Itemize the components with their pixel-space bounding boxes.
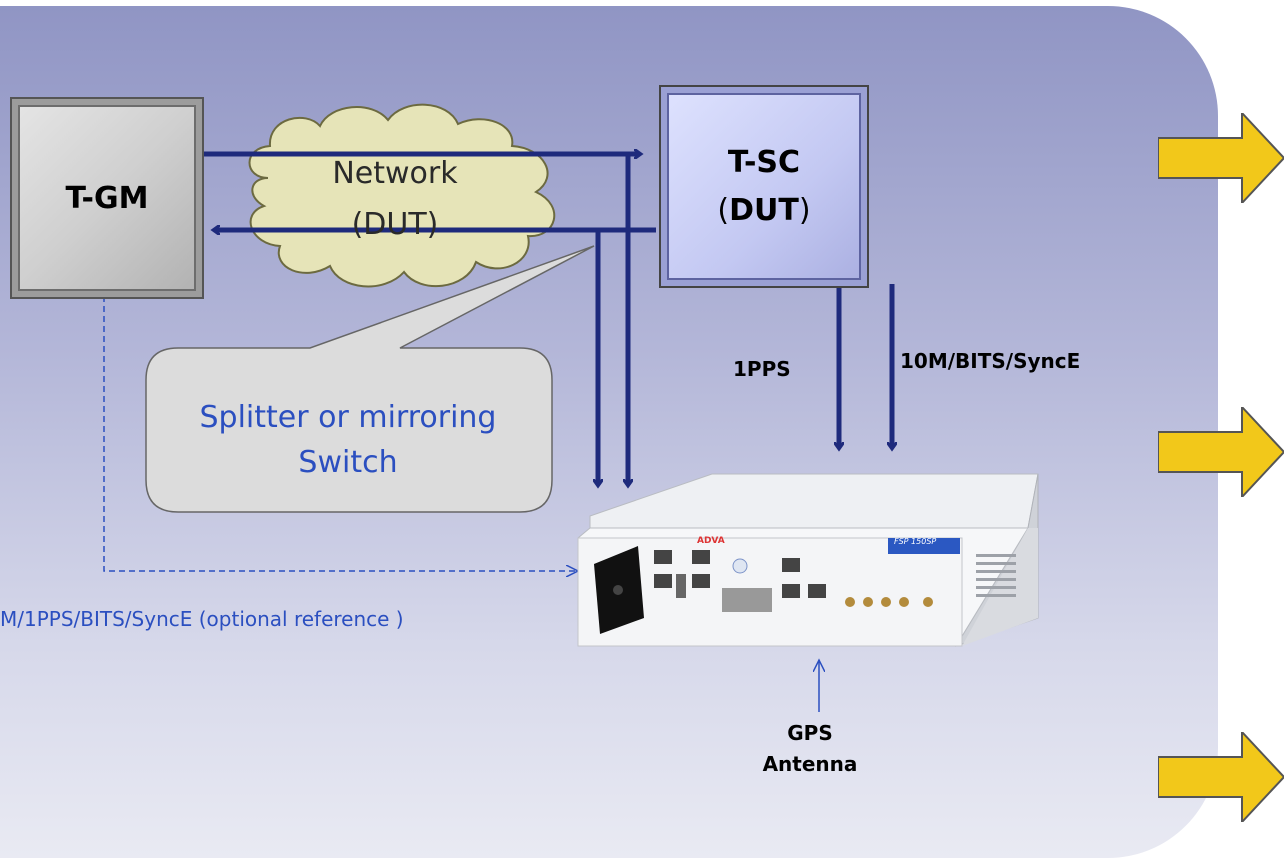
splitter-callout (145, 245, 595, 513)
yellow-right-arrow-bottom (1158, 732, 1284, 822)
cloud-label: Network (DUT) (300, 148, 490, 250)
node-tsc: T-SC (DUT) (659, 85, 869, 288)
node-tsc-label: T-SC (727, 144, 801, 180)
node-tgm: T-GM (10, 97, 204, 299)
node-tsc-dut: (DUT) (717, 192, 811, 228)
label-optional-reference: M/1PPS/BITS/SyncE (optional reference ) (0, 607, 404, 631)
network-cloud (248, 103, 556, 288)
gps-line2: Antenna (762, 752, 858, 776)
device-brand: ADVA (697, 536, 725, 546)
timing-device: ADVA FSP 150SP (572, 468, 1040, 698)
label-gps-antenna: GPS Antenna (740, 718, 880, 780)
callout-label: Splitter or mirroring Switch (158, 395, 538, 485)
gps-line1: GPS (787, 721, 833, 745)
cloud-label-line1: Network (332, 156, 458, 191)
yellow-right-arrow-middle (1158, 407, 1284, 497)
callout-line1: Splitter or mirroring (199, 400, 497, 435)
node-tgm-label: T-GM (65, 180, 149, 216)
yellow-right-arrow-top (1158, 113, 1284, 203)
device-model: FSP 150SP (894, 537, 937, 546)
callout-line2: Switch (298, 445, 398, 480)
timing-device-drawing (577, 473, 1039, 647)
cloud-label-line2: (DUT) (351, 207, 439, 242)
link-optional-reference (103, 296, 578, 571)
label-10m-bits-synce: 10M/BITS/SyncE (900, 349, 1081, 373)
label-1pps: 1PPS (733, 357, 791, 381)
